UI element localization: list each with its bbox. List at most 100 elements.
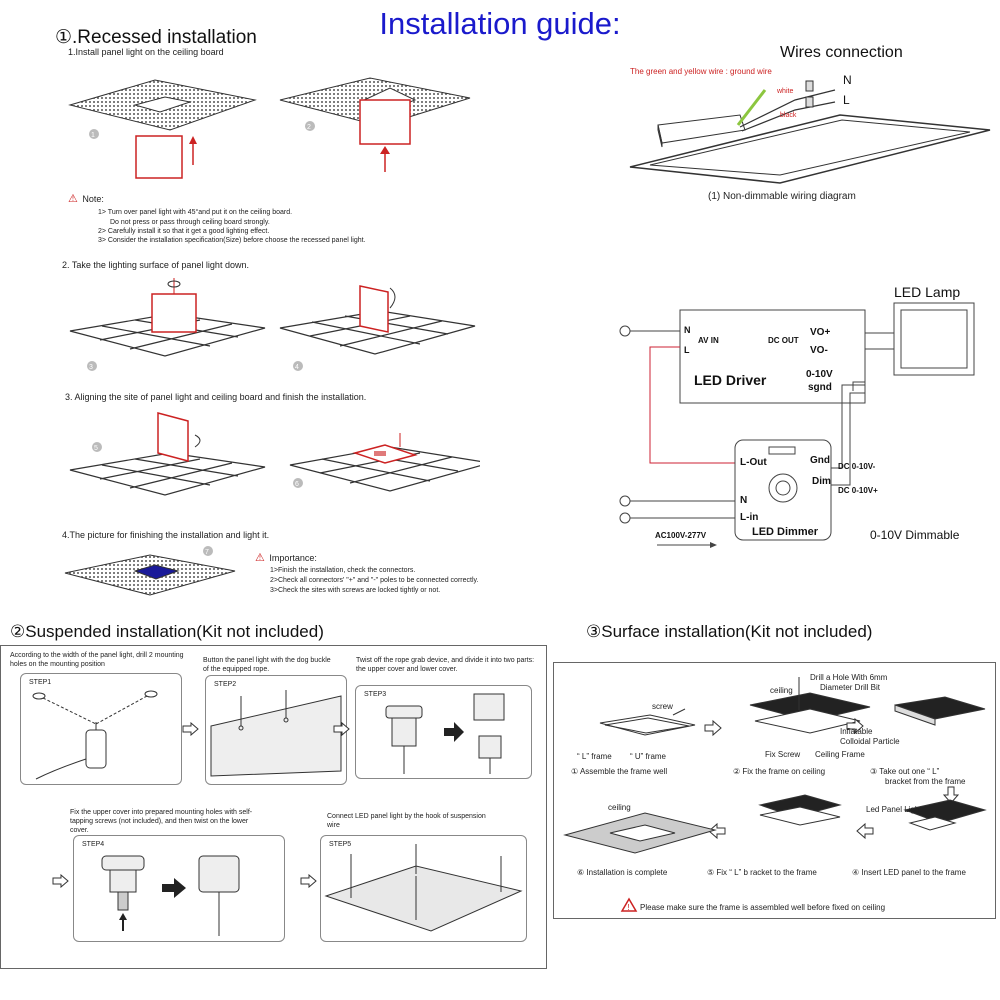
importance-line-1: 1>Finish the installation, check the con… [270,567,416,574]
led-panel-label: Led Panel Light [866,805,922,814]
page-title: Installation guide: [379,6,621,41]
ground-wire-label: The green and yellow wire : ground wire [630,67,772,76]
surface-caption-6: ⑥ Installation is complete [577,868,668,877]
driver-vo-minus: VO- [810,345,828,356]
dimmer-gnd: Gnd [810,455,830,466]
note-line-2: Do not press or pass through ceiling boa… [110,219,270,226]
dimmer-N: N [740,495,748,506]
step1-label: STEP1 [29,679,52,686]
recessed-step3-figure: 5 6 [69,412,480,496]
surface-warning: Please make sure the frame is assembled … [640,903,886,912]
driver-sgnd: sgnd [808,382,832,393]
recessed-heading: ①.Recessed installation [55,27,257,48]
cover-figure [101,855,240,936]
suspended-step2-text: Button the panel light with the dog buck… [203,657,331,673]
surface-figures: ! [563,677,987,912]
step4-box: STEP4 [73,835,285,942]
wires-heading: Wires connection [780,44,903,61]
non-dimmable-diagram [629,80,991,184]
led-lamp-label: LED Lamp [894,284,961,300]
dimmable-label: 0-10V Dimmable [870,528,960,542]
arrow-icon [333,722,350,736]
suspended-heading: ②Suspended installation(Kit not included… [10,622,324,641]
step1-box: STEP1 [20,673,182,785]
num-6: 6 [295,481,299,488]
drill-label-2: Diameter Drill Bit [820,683,881,692]
step3-label: STEP3 [364,691,387,698]
suspended-step4-text: Fix the upper cover into prepared mounti… [70,809,253,834]
surface-caption-5: ⑤ Fix “ L” b racket to the frame [707,868,817,877]
arrow-icon [300,874,317,888]
svg-text:!: ! [628,903,630,912]
driver-N: N [684,325,691,335]
recessed-step1-figure: 1 2 [68,77,471,179]
rope-grab-figure [385,693,505,774]
recessed-step2-text: 2. Take the lighting surface of panel li… [62,260,249,270]
suspended-step5-text: Connect LED panel light by the hook of s… [327,813,486,829]
black-label: black [780,112,797,119]
dc-plus-label: DC 0-10V+ [838,486,878,495]
recessed-step4-figure: 7 [64,546,236,596]
screw-label: screw [652,702,673,711]
driver-L: L [684,345,690,355]
num-3: 3 [89,364,93,371]
ceiling-label-2: ceiling [608,803,631,812]
suspended-step3-text: Twist off the rope grab device, and divi… [356,657,535,673]
num-1: 1 [91,132,95,139]
step5-box: STEP5 [320,835,527,942]
step2-label: STEP2 [214,681,237,688]
drill-figure [32,690,158,780]
num-7: 7 [205,549,209,556]
dc-minus-label: DC 0-10V- [838,462,876,471]
fix-screw-label: Fix Screw [765,750,801,759]
wire-L-label: L [843,93,850,107]
dimmer-dim: Dim [812,476,831,487]
suspended-panel-figure [324,844,523,932]
note-line-1: 1> Turn over panel light with 45°and put… [98,209,293,216]
drill-label: Drill a Hole With 6mm [810,673,888,682]
arrow-icon [182,722,199,736]
note-line-3: 2> Carefully install it so that it get a… [98,228,270,235]
surface-caption-4: ④ Insert LED panel to the frame [852,868,966,877]
note-line-4: 3> Consider the installation specificati… [98,237,366,244]
importance-label: Importance: [269,553,317,563]
surface-caption-2: ② Fix the frame on ceiling [733,767,826,776]
non-dimmable-caption: (1) Non-dimmable wiring diagram [708,191,856,202]
surface-heading: ③Surface installation(Kit not included) [586,622,873,641]
panel-rope-figure [210,690,342,777]
num-5: 5 [94,445,98,452]
driver-label: LED Driver [694,372,767,388]
ceiling-label: ceiling [770,686,793,695]
suspended-step1-text: According to the width of the panel ligh… [10,652,184,668]
recessed-step2-figure: 3 4 [69,278,476,371]
surface-caption-3b: bracket from the frame [885,777,966,786]
driver-av-in: AV IN [698,336,719,345]
step2-box: STEP2 [205,675,347,785]
driver-dc-out: DC OUT [768,336,799,345]
colloidal-label: Colloidal Particle [840,737,900,746]
step4-label: STEP4 [82,841,105,848]
recessed-step1-text: 1.Install panel light on the ceiling boa… [68,47,224,57]
num-2: 2 [307,124,311,131]
dimmer-l-in: L-in [740,512,759,523]
surface-caption-1: ① Assemble the frame well [571,767,668,776]
dimmer-l-out: L-Out [740,457,767,468]
dimmable-diagram [619,302,975,548]
importance-line-3: 3>Check the sites with screws are locked… [270,587,441,594]
note-block: ⚠ Note: [68,189,104,207]
recessed-step3-text: 3. Aligning the site of panel light and … [65,392,367,402]
inflatable-label: Inflatable [840,727,873,736]
dimmer-label: LED Dimmer [752,526,819,538]
warning-icon: ⚠ [68,193,78,205]
warning-icon: ⚠ [255,552,265,564]
step3-box: STEP3 [355,685,532,779]
l-frame-label: “ L” frame [577,752,612,761]
white-label: white [777,88,794,95]
ac-label: AC100V-277V [655,531,707,540]
u-frame-label: “ U” frame [630,752,666,761]
num-4: 4 [295,364,299,371]
ceiling-frame-label: Ceiling Frame [815,750,865,759]
surface-caption-3a: ③ Take out one “ L” [870,767,940,776]
step5-label: STEP5 [329,841,352,848]
importance-block: ⚠ Importance: [255,548,317,566]
